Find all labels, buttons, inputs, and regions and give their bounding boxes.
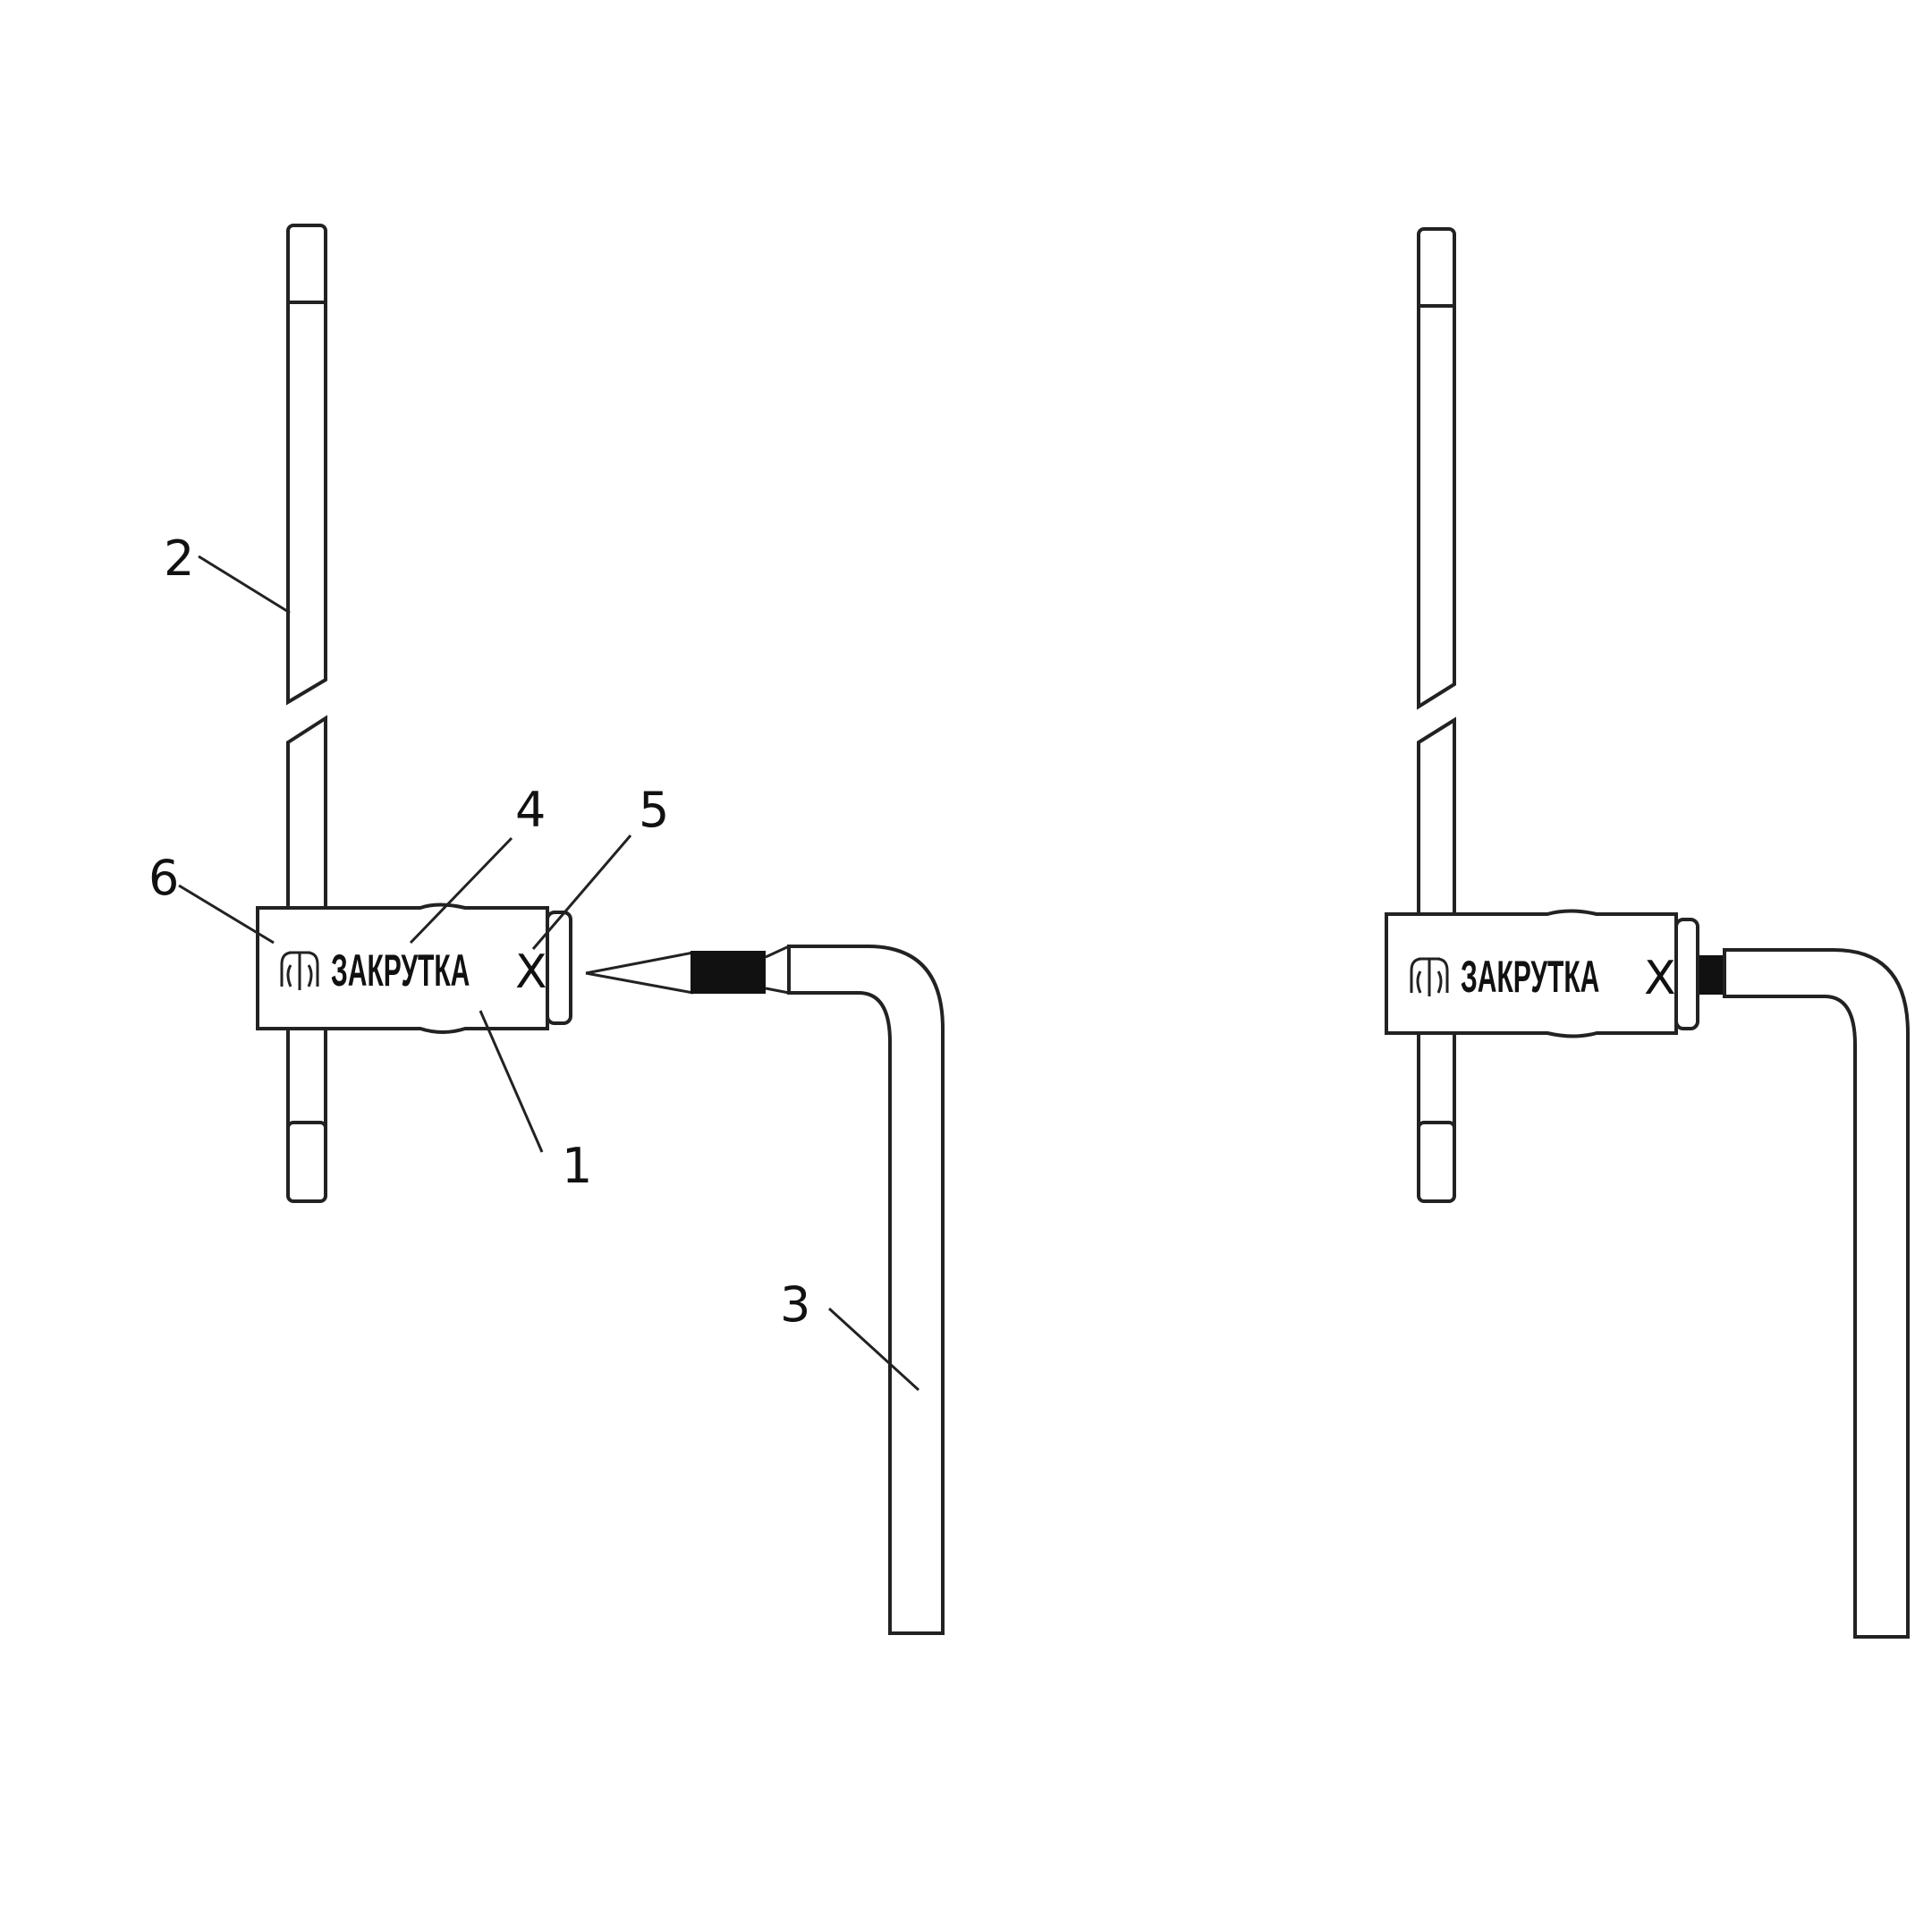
marking: X — [515, 945, 547, 999]
label-inscription: 4 — [515, 782, 546, 838]
seal-body: ЗАКРУТКА X — [1385, 909, 1699, 1038]
brand-inscription: ЗАКРУТКА — [1461, 952, 1599, 1002]
label-key: 3 — [780, 1276, 810, 1333]
logo-icon — [1410, 957, 1449, 996]
seal-body: ЗАКРУТКА X — [256, 902, 572, 1034]
thread — [1699, 955, 1724, 995]
marking: X — [1644, 952, 1676, 1005]
left-assembly: ЗАКРУТКА X 2 6 4 5 1 3 — [148, 224, 945, 1635]
label-logo: 6 — [148, 850, 179, 906]
leader-lines — [178, 555, 920, 1392]
cone-screw — [585, 945, 790, 995]
hex-key — [787, 945, 945, 1635]
logo-icon — [280, 951, 319, 990]
thread — [691, 951, 766, 994]
label-cable: 2 — [164, 530, 194, 587]
cable — [286, 224, 327, 1203]
label-marking: 5 — [639, 782, 669, 838]
brand-inscription: ЗАКРУТКА — [331, 945, 470, 996]
cable — [1417, 227, 1456, 1203]
right-assembly: ЗАКРУТКА X — [1385, 227, 1910, 1639]
label-body: 1 — [562, 1138, 592, 1194]
hex-key — [1723, 948, 1910, 1639]
